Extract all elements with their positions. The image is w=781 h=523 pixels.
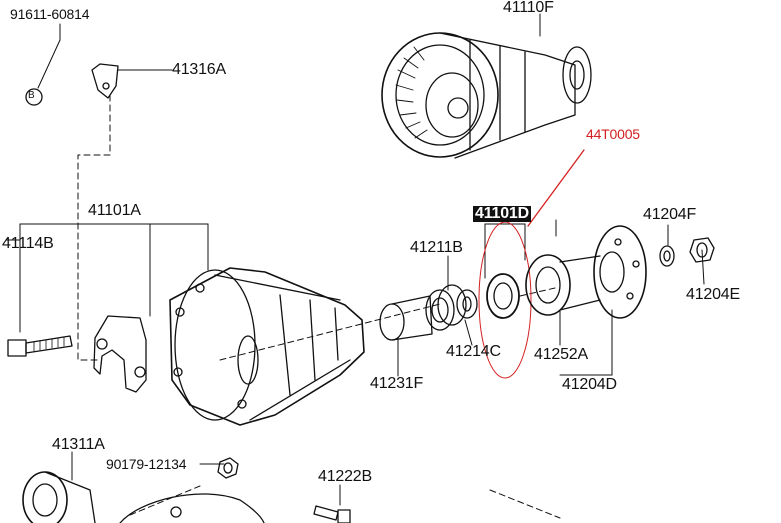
circled-b-symbol: [25, 88, 43, 106]
annotation-44t0005: 44T0005: [586, 126, 640, 142]
label-41316a: 41316A: [172, 61, 226, 78]
bolt-41222b: [313, 505, 351, 523]
bearing-41311a: [22, 471, 96, 523]
companion-flange-41204d: [525, 225, 647, 319]
bolt-41114b: [7, 335, 73, 357]
red-annotation: [478, 149, 585, 379]
label-41252a: 41252A: [534, 346, 588, 363]
label-41214c: 41214C: [446, 343, 501, 360]
bracket-41316a: [91, 63, 119, 99]
label-91611-60814: 91611-60814: [10, 6, 90, 22]
label-41311a: 41311A: [52, 436, 105, 453]
label-41101d-highlighted: 41101D: [473, 205, 531, 222]
leader-lines: [5, 13, 705, 506]
ring-gear-partial: [119, 493, 265, 523]
oil-seal-41101d: [486, 273, 520, 319]
ring-gear-bolt-hole: [170, 506, 182, 518]
nut-41204e: [689, 237, 715, 263]
washer-41204f: [659, 245, 675, 267]
label-41101a: 41101A: [88, 202, 141, 219]
label-90179-12134: 90179-12134: [106, 456, 187, 472]
washer-41214c: [456, 289, 478, 319]
label-41204d: 41204D: [562, 376, 617, 393]
label-41204f: 41204F: [643, 206, 697, 223]
label-41211b: 41211B: [410, 239, 463, 256]
bearing-cap-41101a: [93, 315, 147, 393]
dashed-assembly-lines: [77, 94, 561, 519]
label-41222b: 41222B: [318, 468, 372, 485]
differential-carrier: [169, 267, 365, 426]
label-41110f: 41110F: [503, 0, 554, 16]
bearing-41211b: [425, 284, 467, 331]
label-circled-b: B: [28, 90, 35, 101]
nut-90179-12134: [217, 457, 239, 479]
sleeve-41231f: [379, 295, 433, 341]
label-41114b: 41114B: [2, 235, 54, 252]
differential-assembly-41110f: [381, 32, 592, 159]
label-41204e: 41204E: [686, 286, 740, 303]
label-41231f: 41231F: [370, 375, 424, 392]
